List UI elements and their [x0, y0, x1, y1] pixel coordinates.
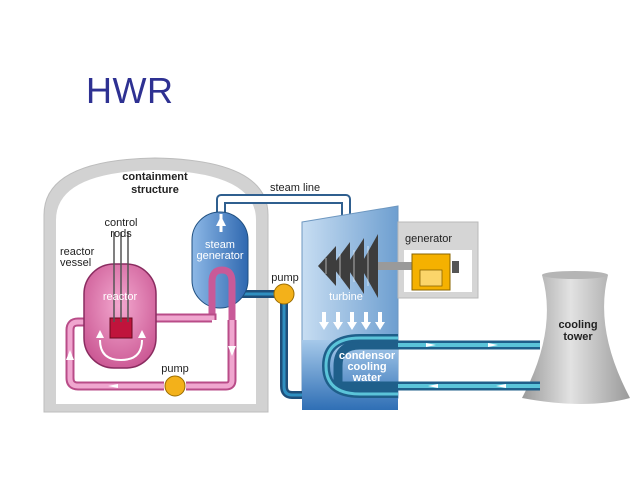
steam-flow-arrows — [319, 312, 385, 330]
cooling-tower-label-1: cooling — [558, 319, 597, 331]
turbine-label: turbine — [329, 291, 363, 303]
pump-upper-label: pump — [271, 272, 299, 284]
containment-label-1: containment — [122, 171, 188, 183]
pump-lower — [164, 375, 186, 397]
generator-label: generator — [405, 233, 452, 245]
containment-label-2: structure — [131, 184, 179, 196]
page-title: HWR — [86, 70, 174, 111]
reactor-vessel-label-2: vessel — [60, 257, 91, 269]
control-rods — [113, 232, 129, 322]
condensor-label-1: condensor — [339, 350, 396, 362]
steam-generator-label-2: generator — [196, 250, 243, 262]
steam-line-label: steam line — [270, 182, 320, 194]
cooling-tower-label-2: tower — [563, 331, 593, 343]
reactor-vessel — [83, 263, 157, 369]
control-rods-label-1: control — [104, 217, 137, 229]
cooling-tower — [522, 275, 630, 404]
steam-generator-label-1: steam — [205, 239, 235, 251]
pump-upper — [273, 283, 295, 305]
reactor-vessel-label-1: reactor — [60, 246, 95, 258]
condensor-label-3: water — [352, 372, 382, 384]
pump-lower-label: pump — [161, 363, 189, 375]
turbine-shaft — [378, 262, 414, 270]
control-rods-label-2: rods — [110, 228, 132, 240]
condensor-label-2: cooling — [347, 361, 386, 373]
reactor-label: reactor — [103, 291, 138, 303]
turbine-blades — [318, 234, 378, 298]
